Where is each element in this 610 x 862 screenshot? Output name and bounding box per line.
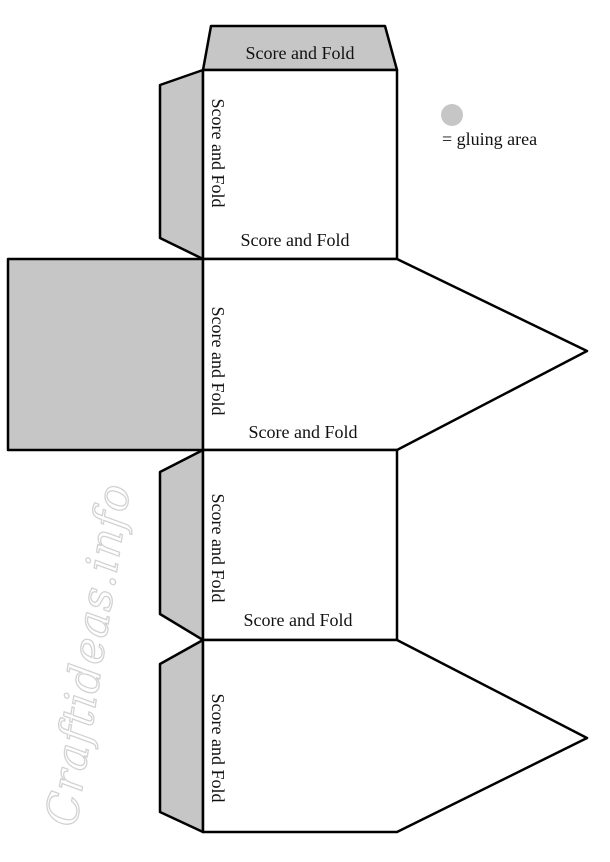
side-glue-flap-1: [158, 68, 205, 261]
panel-3-bottom-label: Score and Fold: [244, 610, 353, 630]
panel-4-side-label: Score and Fold: [208, 694, 228, 803]
side-glue-flap-2: [158, 448, 205, 642]
gluing-area-swatch: [441, 104, 463, 126]
gable-panel-4: [201, 638, 589, 834]
legend: = gluing area: [441, 104, 537, 149]
panel-2-bottom-label: Score and Fold: [249, 422, 358, 442]
side-glue-flap-3: [158, 638, 205, 834]
watermark: Craftideas.info: [36, 480, 141, 830]
panel-2-side-label: Score and Fold: [208, 307, 228, 416]
panel-3-side-label: Score and Fold: [208, 494, 228, 603]
panel-1-bottom-label: Score and Fold: [241, 230, 350, 250]
large-glue-flap: [6, 257, 205, 452]
top-flap-label: Score and Fold: [246, 43, 355, 63]
gluing-area-legend-text: = gluing area: [442, 129, 537, 149]
panel-1-side-label: Score and Fold: [208, 99, 228, 208]
